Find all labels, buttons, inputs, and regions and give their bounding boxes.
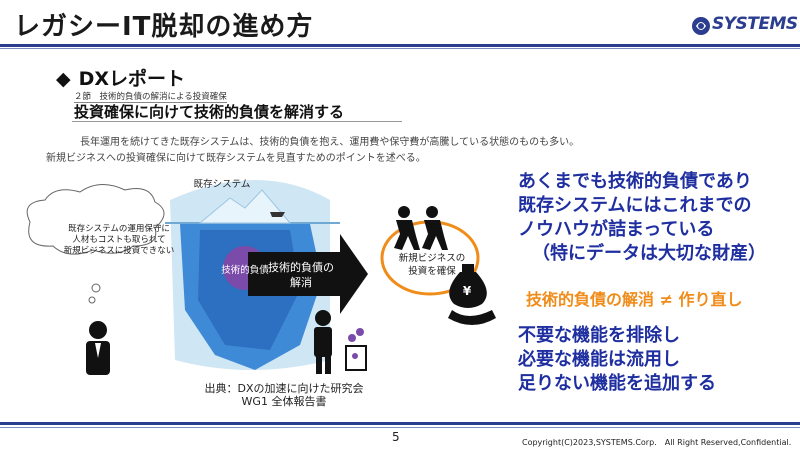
logo-text: SYSTEMS — [712, 14, 798, 34]
ship-icon — [270, 212, 285, 217]
excerpt-heading: 投資確保に向けて技術的負債を解消する — [74, 103, 345, 121]
plan-line1: 不要な機能を排除し — [518, 325, 680, 346]
thought-text-line2: 人材もコストも取られて — [72, 235, 166, 245]
message-line3: ノウハウが詰まっている — [518, 219, 715, 240]
section-title-text: DXレポート — [78, 68, 186, 90]
new-business-label-line1: 新規ビジネスの — [398, 253, 466, 264]
copyright-text: Copyright(C)2023,SYSTEMS.Corp. All Right… — [522, 438, 792, 447]
slide-title: レガシーIT脱却の進め方 — [14, 12, 314, 42]
plan-line2: 必要な機能は流用し — [518, 349, 680, 370]
yen-symbol: ¥ — [462, 284, 472, 298]
heading-underline — [72, 121, 402, 122]
arrow-right-icon — [248, 234, 368, 314]
thought-text-line1: 既存システムの運用保守に — [68, 224, 170, 234]
plan-line3: 足りない機能を追加する — [518, 373, 716, 394]
systems-logo — [692, 17, 710, 35]
iceberg-tip-icon — [198, 189, 292, 224]
thought-dot — [91, 283, 101, 293]
chapter-label: ２節 技術的負債の解消による投資確保 — [74, 92, 227, 103]
running-people-icon — [398, 206, 410, 218]
key-statement: 技術的負債の解消 ≠ 作り直し — [526, 290, 743, 309]
thought-text-line3: 新規ビジネスに投資できない — [63, 246, 175, 256]
money-bag-icon — [449, 272, 487, 308]
page-number: 5 — [392, 430, 400, 444]
message-line1: あくまでも技術的負債であり — [518, 171, 752, 192]
legacy-illustration — [26, 180, 496, 375]
worried-person-icon — [89, 321, 107, 339]
footer-divider — [0, 422, 800, 425]
arrow-label-line2: 解消 — [290, 276, 312, 289]
new-business-label-line2: 投資を確保 — [408, 266, 456, 277]
debt-label: 技術的負債 — [221, 265, 269, 276]
excerpt-paragraph-line2: 新規ビジネスへの投資確保に向けて既存システムを見直すためのポイントを述べる。 — [46, 153, 426, 164]
excerpt-paragraph-line1: 長年運用を続けてきた既存システムは、技術的負債を抱え、運用費や保守費が高騰してい… — [80, 137, 580, 148]
source-line2: WG1 全体報告書 — [241, 395, 327, 408]
iceberg-label: 既存システム — [193, 179, 251, 190]
thought-bubble — [26, 184, 165, 255]
message-line4: （特にデータは大切な財産） — [532, 243, 766, 264]
discarding-person-icon — [315, 310, 331, 326]
footer-divider-thin — [0, 427, 800, 428]
source-line1: 出典：DXの加速に向けた研究会 — [204, 382, 364, 395]
hand-icon — [448, 310, 496, 325]
diamond-bullet-icon: ◆ — [56, 68, 71, 90]
message-line2: 既存システムにはこれまでの — [518, 195, 752, 216]
header-divider — [0, 44, 800, 47]
section-title: ◆ DXレポート — [56, 64, 185, 91]
header-divider-thin — [0, 48, 800, 49]
arrow-label-line1: 技術的負債の — [268, 261, 334, 274]
